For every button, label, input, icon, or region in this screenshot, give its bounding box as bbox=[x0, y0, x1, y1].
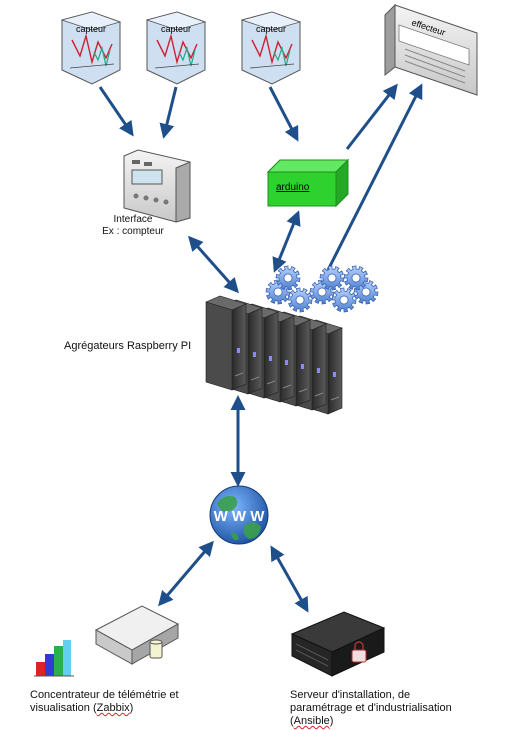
sensor-2-label: capteur bbox=[161, 24, 191, 34]
arduino-board-icon bbox=[266, 158, 350, 208]
ansible-label-prefix: ( bbox=[290, 715, 294, 727]
www-label: W W W bbox=[214, 508, 266, 525]
arrow-arduino-to-actuator bbox=[345, 83, 398, 150]
arrow-aggregator-to-actuator bbox=[326, 83, 423, 271]
arduino-label: arduino bbox=[276, 182, 310, 193]
arrow-internet-ansible bbox=[270, 545, 309, 613]
arrow-internet-zabbix bbox=[158, 540, 214, 607]
zabbix-label-suffix: ) bbox=[129, 702, 134, 714]
sensor-3: capteur bbox=[240, 11, 302, 85]
bar-chart-icon bbox=[34, 640, 74, 677]
ansible-server bbox=[290, 611, 386, 677]
server-blade-1 bbox=[205, 295, 247, 391]
sensor-graph-icon bbox=[240, 11, 302, 85]
zabbix-label-prefix: visualisation ( bbox=[30, 702, 97, 714]
zabbix-server bbox=[94, 605, 180, 665]
actuator: effecteur bbox=[384, 3, 478, 96]
zabbix-label: Concentrateur de télémétrie et visualisa… bbox=[30, 689, 220, 715]
arrow-sensor1-to-interface bbox=[98, 86, 134, 137]
ansible-label: Serveur d'installation, de paramétrage e… bbox=[290, 689, 500, 728]
ansible-label-suffix: ) bbox=[329, 715, 334, 727]
arrow-sensor3-to-arduino bbox=[268, 86, 299, 142]
zabbix-label-word: Zabbix bbox=[96, 702, 130, 714]
interface-label-line1: Interface bbox=[113, 214, 153, 225]
ansible-label-word: Ansible bbox=[293, 715, 330, 727]
gear-8 bbox=[343, 265, 369, 291]
aggregators-label: Agrégateurs Raspberry PI bbox=[64, 340, 192, 352]
actuator-device-icon bbox=[384, 3, 478, 96]
arrow-sensor2-to-interface bbox=[159, 86, 178, 139]
interface-label-line2: Ex : compteur bbox=[102, 226, 164, 237]
sensor-1: capteur bbox=[60, 11, 122, 85]
zabbix-label-line1: Concentrateur de télémétrie et bbox=[30, 689, 179, 701]
interface-label: Interface Ex : compteur bbox=[92, 214, 174, 238]
sensor-graph-icon bbox=[60, 11, 122, 85]
database-server-icon bbox=[94, 605, 180, 665]
gear-6 bbox=[275, 265, 301, 291]
ansible-label-line2: paramétrage et d'industrialisation bbox=[290, 702, 452, 714]
locked-server-icon bbox=[290, 611, 386, 677]
sensor-1-label: capteur bbox=[76, 24, 106, 34]
sensor-2: capteur bbox=[145, 11, 207, 85]
sensor-graph-icon bbox=[145, 11, 207, 85]
server-rack-icon bbox=[205, 295, 343, 415]
connection-arrows bbox=[98, 83, 423, 613]
gear-2 bbox=[287, 287, 313, 313]
gears-icon bbox=[265, 265, 379, 313]
sensor-3-label: capteur bbox=[256, 24, 286, 34]
gear-4 bbox=[331, 287, 357, 313]
arduino-board: arduino bbox=[266, 158, 350, 208]
meter-device-icon bbox=[123, 149, 191, 223]
ansible-label-line1: Serveur d'installation, de bbox=[290, 689, 411, 701]
ansible-label-line3: (Ansible) bbox=[290, 715, 500, 728]
www-globe-icon: W W W bbox=[209, 485, 269, 545]
interface-meter bbox=[123, 149, 191, 223]
zabbix-label-line2: visualisation (Zabbix) bbox=[30, 702, 220, 715]
gear-7 bbox=[319, 265, 345, 291]
arrow-interface-aggregator bbox=[188, 235, 239, 294]
arrow-arduino-aggregator bbox=[272, 210, 301, 273]
